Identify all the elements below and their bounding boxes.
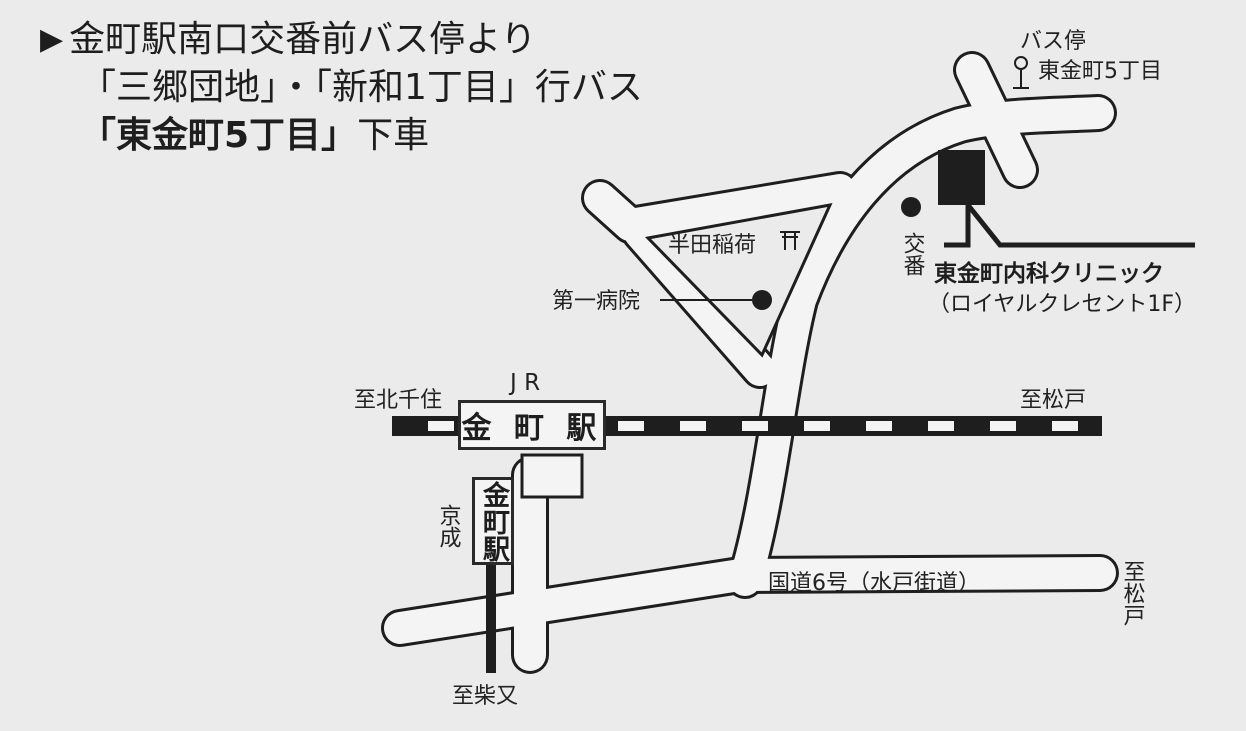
- directions-line-1-text: 金町駅南口交番前バス停より: [69, 19, 537, 60]
- directions-line-3: 「東金町5丁目」下車: [80, 116, 429, 156]
- keisei-kanamachi-station: 金町駅: [472, 477, 514, 565]
- bus-stop-name: 東金町5丁目: [1038, 59, 1162, 84]
- play-arrow-icon: ▶: [40, 22, 64, 57]
- station-access-block: [520, 453, 584, 499]
- route6-label: 国道6号（水戸街道）: [768, 571, 980, 596]
- roads-fill: [384, 54, 1116, 671]
- bus-stop-icon: [1013, 56, 1029, 89]
- handa-inari-label: 半田稲荷: [668, 233, 756, 258]
- directions-line-2: 「三郷団地」・「新和1丁目」行バス: [80, 67, 643, 108]
- clinic-building-icon: [938, 150, 985, 205]
- jr-station-name: 金 町 駅: [461, 411, 603, 446]
- keisei-railway: [486, 565, 496, 673]
- torii-icon: [780, 231, 800, 250]
- to-shibamata-label: 至柴又: [452, 684, 518, 709]
- clinic-building-name: （ロイヤルクレセント1F）: [928, 292, 1196, 317]
- jr-label: J R: [508, 370, 540, 396]
- daiichi-hospital-label: 第一病院: [552, 289, 640, 314]
- bus-stop-label: バス停: [1020, 29, 1086, 54]
- jr-kanamachi-station: 金 町 駅: [458, 400, 606, 450]
- to-matsudo-rail-label: 至松戸: [1020, 388, 1086, 413]
- clinic-pointer-line: [944, 203, 1195, 248]
- clinic-name: 東金町内科クリニック: [934, 261, 1164, 287]
- koban-label: 交番: [900, 232, 926, 276]
- keisei-label: 京成: [436, 504, 462, 548]
- to-kitasenju-label: 至北千住: [354, 388, 442, 413]
- destination-stop: 「東金町5丁目」: [80, 115, 358, 156]
- koban-marker-icon: [901, 197, 921, 217]
- keisei-station-name: 金町駅: [478, 480, 509, 562]
- to-matsudo-road-label: 至松戸: [1120, 560, 1146, 626]
- get-off-text: 下車: [357, 115, 430, 156]
- hospital-marker-icon: [752, 290, 772, 310]
- directions-line-1: ▶金町駅南口交番前バス停より: [40, 20, 536, 60]
